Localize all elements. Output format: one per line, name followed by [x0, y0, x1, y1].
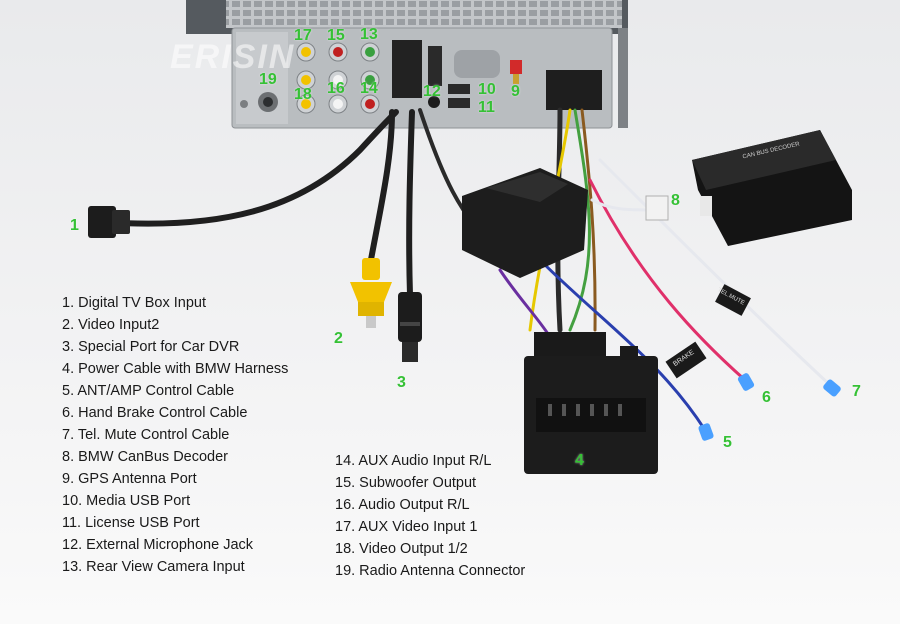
legend-item-13: 13. Rear View Camera Input [62, 559, 245, 575]
callout-2: 2 [334, 330, 343, 347]
car-dvr-connector [398, 292, 422, 362]
chassis-sockets [392, 40, 602, 110]
wire-tags [620, 284, 751, 379]
callout-14: 14 [360, 80, 378, 97]
callout-17: 17 [294, 27, 312, 44]
legend-item-18: 18. Video Output 1/2 [335, 541, 468, 557]
bmw-harness-connector [524, 332, 658, 474]
callout-15: 15 [327, 27, 345, 44]
callout-7: 7 [852, 383, 861, 400]
callout-18: 18 [294, 86, 312, 103]
legend-item-10: 10. Media USB Port [62, 493, 191, 509]
canbus-decoder-box [692, 130, 852, 246]
legend-right: 14. AUX Audio Input R/L 15. Subwoofer Ou… [335, 450, 525, 582]
legend-item-17: 17. AUX Video Input 1 [335, 519, 478, 535]
legend-item-9: 9. GPS Antenna Port [62, 471, 197, 487]
callout-8: 8 [671, 192, 680, 209]
callout-9: 9 [511, 83, 520, 100]
callout-6: 6 [762, 389, 771, 406]
callout-1: 1 [70, 217, 79, 234]
legend-item-14: 14. AUX Audio Input R/L [335, 453, 492, 469]
callout-19: 19 [259, 71, 277, 88]
legend-item-3: 3. Special Port for Car DVR [62, 339, 240, 355]
legend-item-6: 6. Hand Brake Control Cable [62, 405, 248, 421]
legend-item-5: 5. ANT/AMP Control Cable [62, 383, 235, 399]
legend-item-2: 2. Video Input2 [62, 317, 160, 333]
rca-jack-cluster [296, 42, 380, 114]
callout-11: 11 [478, 99, 495, 116]
callout-4: 4 [575, 452, 584, 469]
video-input2-rca-plug [350, 258, 392, 328]
harness-control-box [462, 168, 588, 278]
digital-tv-box-connector [88, 206, 130, 238]
legend-item-19: 19. Radio Antenna Connector [335, 563, 526, 579]
callout-13: 13 [360, 26, 378, 43]
callout-10: 10 [478, 81, 496, 98]
legend-item-11: 11. License USB Port [62, 515, 200, 531]
legend-item-4: 4. Power Cable with BMW Harness [62, 361, 289, 377]
legend-item-12: 12. External Microphone Jack [62, 537, 254, 553]
legend-item-16: 16. Audio Output R/L [335, 497, 470, 513]
legend-item-1: 1. Digital TV Box Input [62, 295, 207, 311]
legend-item-15: 15. Subwoofer Output [335, 475, 477, 491]
brand-watermark: ERISIN [170, 38, 296, 76]
decoder-plug [645, 195, 669, 221]
callout-12: 12 [423, 83, 441, 100]
crimp-terminals [698, 373, 841, 441]
callout-16: 16 [327, 80, 345, 97]
legend-item-8: 8. BMW CanBus Decoder [62, 449, 229, 465]
callout-5: 5 [723, 434, 732, 451]
callout-3: 3 [397, 374, 406, 391]
legend-item-7: 7. Tel. Mute Control Cable [62, 427, 230, 443]
legend-left: 1. Digital TV Box Input 2. Video Input2 … [62, 292, 288, 578]
